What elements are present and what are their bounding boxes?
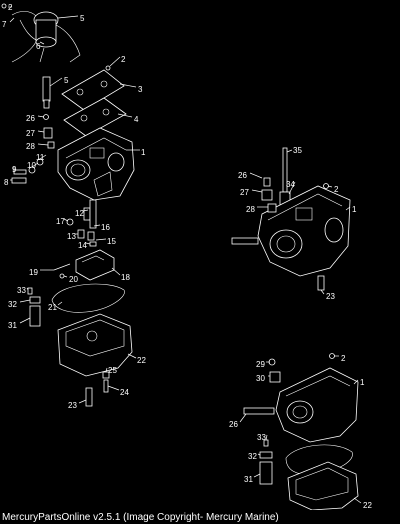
callout-18: 18 xyxy=(121,273,130,282)
callout-23: 23 xyxy=(326,292,335,301)
callout-3: 3 xyxy=(138,85,143,94)
callout-16: 16 xyxy=(101,223,110,232)
callout-22: 22 xyxy=(363,501,372,510)
callout-29: 29 xyxy=(256,360,265,369)
bowl-gasket xyxy=(51,283,125,313)
callout-2: 2 xyxy=(8,3,13,12)
callout-1: 1 xyxy=(360,378,365,387)
right-middle-assembly xyxy=(231,147,351,295)
callout-35: 35 xyxy=(293,146,302,155)
left-assembly xyxy=(1,3,140,407)
callout-13: 13 xyxy=(67,232,76,241)
callout-31: 31 xyxy=(244,475,253,484)
cover-gasket xyxy=(63,97,127,137)
callout-2: 2 xyxy=(121,55,126,64)
callout-5: 5 xyxy=(80,14,85,23)
callout-1: 1 xyxy=(352,205,357,214)
callout-32: 32 xyxy=(8,300,17,309)
callout-10: 10 xyxy=(27,161,36,170)
callout-17: 17 xyxy=(56,217,65,226)
callout-12: 12 xyxy=(75,209,84,218)
plunger-rod xyxy=(42,76,51,109)
callout-5: 5 xyxy=(64,76,69,85)
callout-14: 14 xyxy=(78,241,87,250)
callout-31: 31 xyxy=(8,321,17,330)
callout-8: 8 xyxy=(4,178,9,187)
callout-7: 7 xyxy=(2,20,7,29)
callout-23: 23 xyxy=(68,401,77,410)
solenoid-part xyxy=(1,3,81,63)
callout-32: 32 xyxy=(248,452,257,461)
callout-34: 34 xyxy=(286,180,295,189)
callout-21: 21 xyxy=(48,303,57,312)
right-bottom-assembly xyxy=(239,353,362,510)
copyright-footer: MercuryPartsOnline v2.5.1 (Image Copyrig… xyxy=(2,512,279,523)
carburetor-body xyxy=(57,127,135,201)
callout-26: 26 xyxy=(26,114,35,123)
cover-plate xyxy=(61,69,125,111)
callout-labels: 2576253426272811110981217161315141918203… xyxy=(2,3,372,510)
callout-11: 11 xyxy=(36,153,45,162)
callout-4: 4 xyxy=(134,115,139,124)
carburetor-exploded-diagram: 2576253426272811110981217161315141918203… xyxy=(1,3,372,510)
callout-25: 25 xyxy=(108,366,117,375)
callout-15: 15 xyxy=(107,237,116,246)
callout-6: 6 xyxy=(36,42,41,51)
callout-20: 20 xyxy=(69,275,78,284)
callout-22: 22 xyxy=(137,356,146,365)
float xyxy=(75,249,115,281)
callout-33: 33 xyxy=(257,433,266,442)
callout-27: 27 xyxy=(26,129,35,138)
float-bowl xyxy=(57,313,133,377)
callout-9: 9 xyxy=(12,165,17,174)
callout-26: 26 xyxy=(229,420,238,429)
callout-24: 24 xyxy=(120,388,129,397)
callout-28: 28 xyxy=(26,142,35,151)
callout-30: 30 xyxy=(256,374,265,383)
callout-27: 27 xyxy=(240,188,249,197)
callout-19: 19 xyxy=(29,268,38,277)
callout-2: 2 xyxy=(341,354,346,363)
callout-26: 26 xyxy=(238,171,247,180)
callout-2: 2 xyxy=(334,185,339,194)
callout-33: 33 xyxy=(17,286,26,295)
callout-28: 28 xyxy=(246,205,255,214)
callout-1: 1 xyxy=(141,148,146,157)
